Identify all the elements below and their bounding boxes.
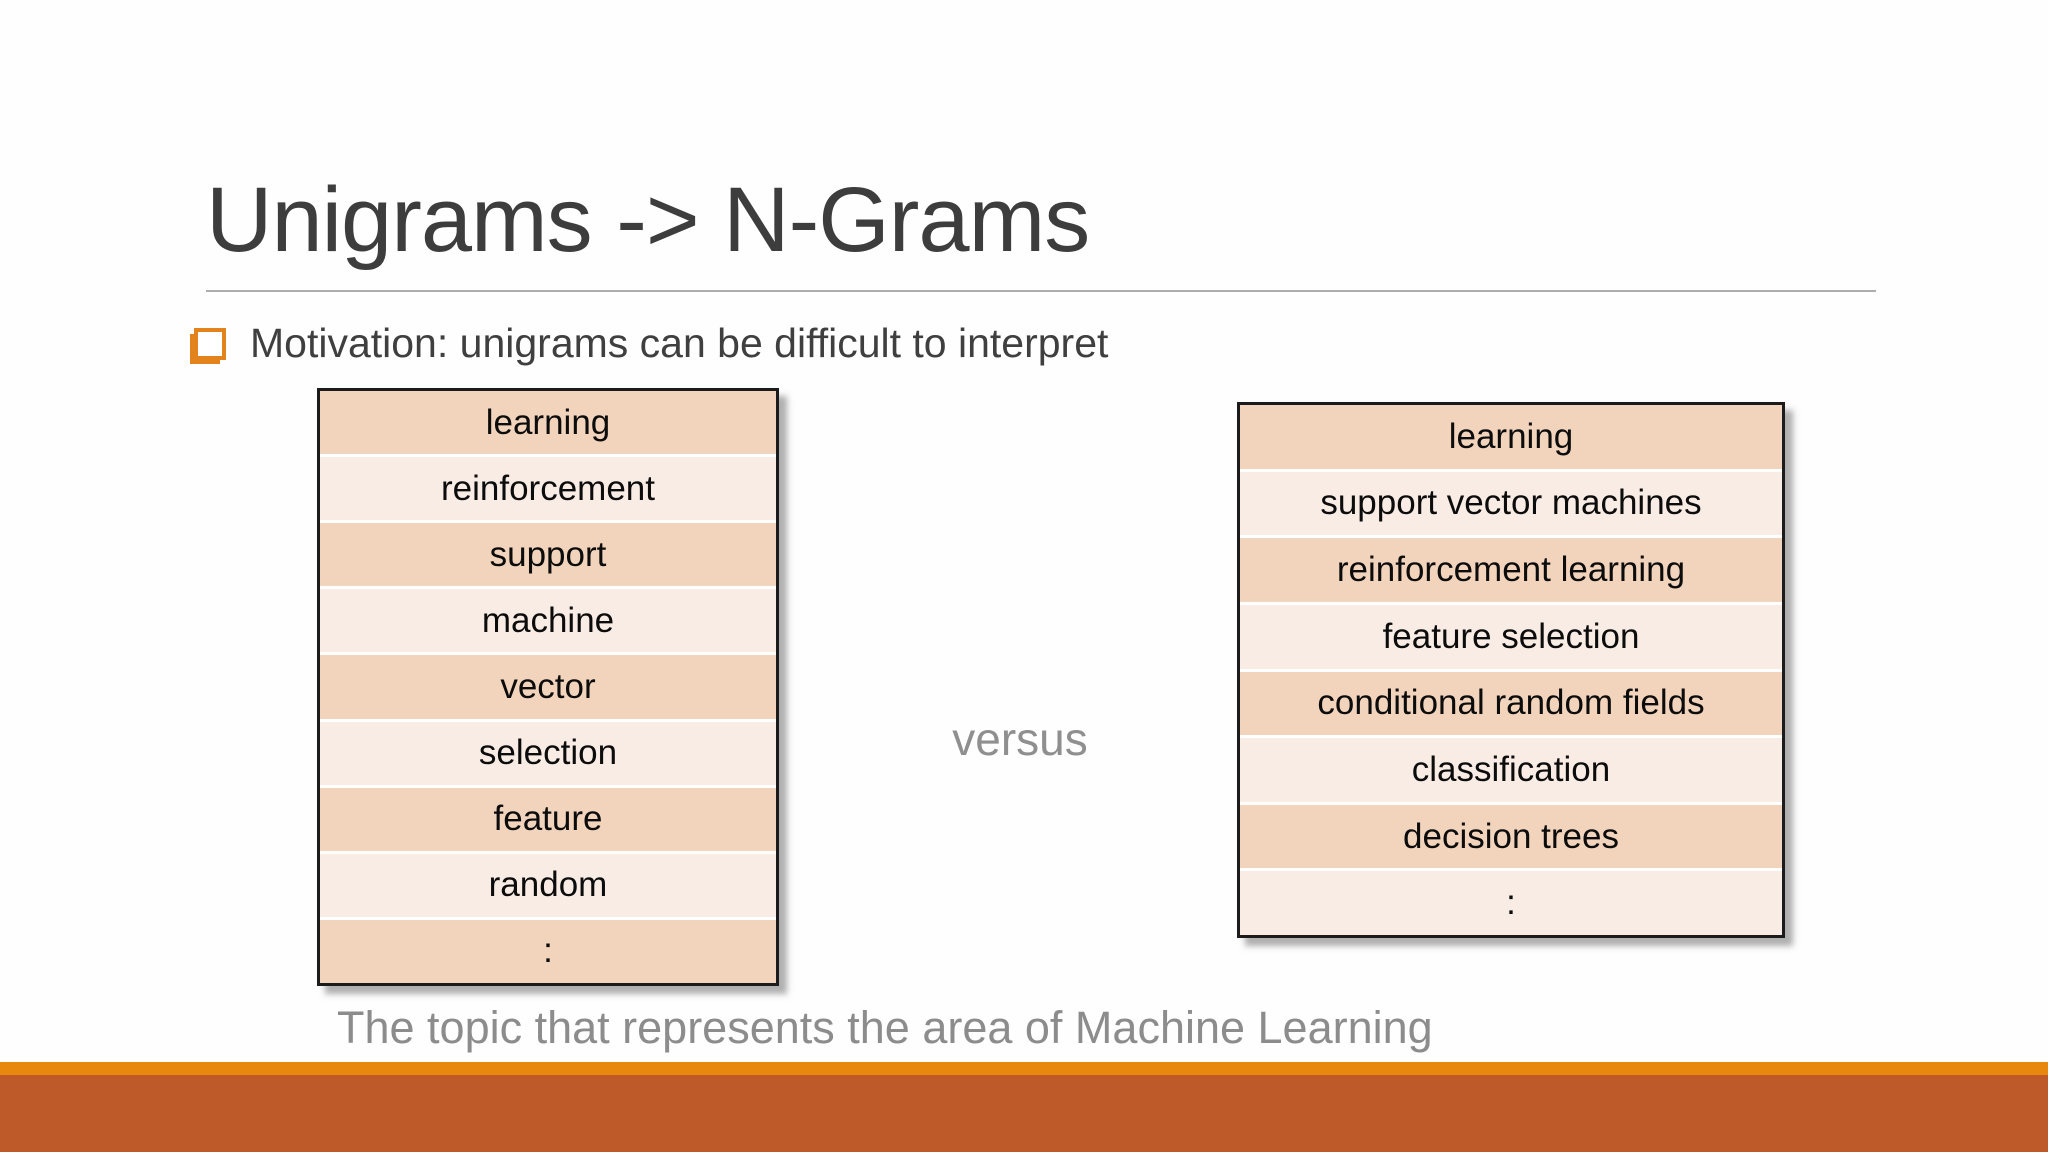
table-row: learning xyxy=(1240,405,1782,469)
table-row: conditional random fields xyxy=(1240,668,1782,736)
table-row: classification xyxy=(1240,735,1782,802)
motivation-bullet: Motivation: unigrams can be difficult to… xyxy=(189,320,1108,367)
table-caption: The topic that represents the area of Ma… xyxy=(337,1002,1433,1053)
table-row: feature xyxy=(320,784,776,851)
table-row: : xyxy=(320,916,776,983)
slide-title: Unigrams -> N-Grams xyxy=(206,169,1090,271)
table-row: reinforcement xyxy=(320,454,776,521)
title-divider xyxy=(206,290,1876,292)
table-row: feature selection xyxy=(1240,601,1782,669)
table-row: decision trees xyxy=(1240,801,1782,869)
table-row: : xyxy=(1240,868,1782,935)
table-row: random xyxy=(320,850,776,917)
footer-accent-strip xyxy=(0,1062,2048,1075)
table-row: vector xyxy=(320,652,776,719)
table-row: support vector machines xyxy=(1240,468,1782,536)
motivation-text: Motivation: unigrams can be difficult to… xyxy=(250,320,1109,366)
table-row: learning xyxy=(320,391,776,455)
table-row: selection xyxy=(320,718,776,785)
square-bullet-icon xyxy=(194,327,226,360)
footer-bar: 52 xyxy=(0,1075,2048,1152)
table-row: machine xyxy=(320,586,776,653)
versus-label: versus xyxy=(952,713,1088,765)
table-row: reinforcement learning xyxy=(1240,535,1782,602)
table-row: support xyxy=(320,520,776,587)
